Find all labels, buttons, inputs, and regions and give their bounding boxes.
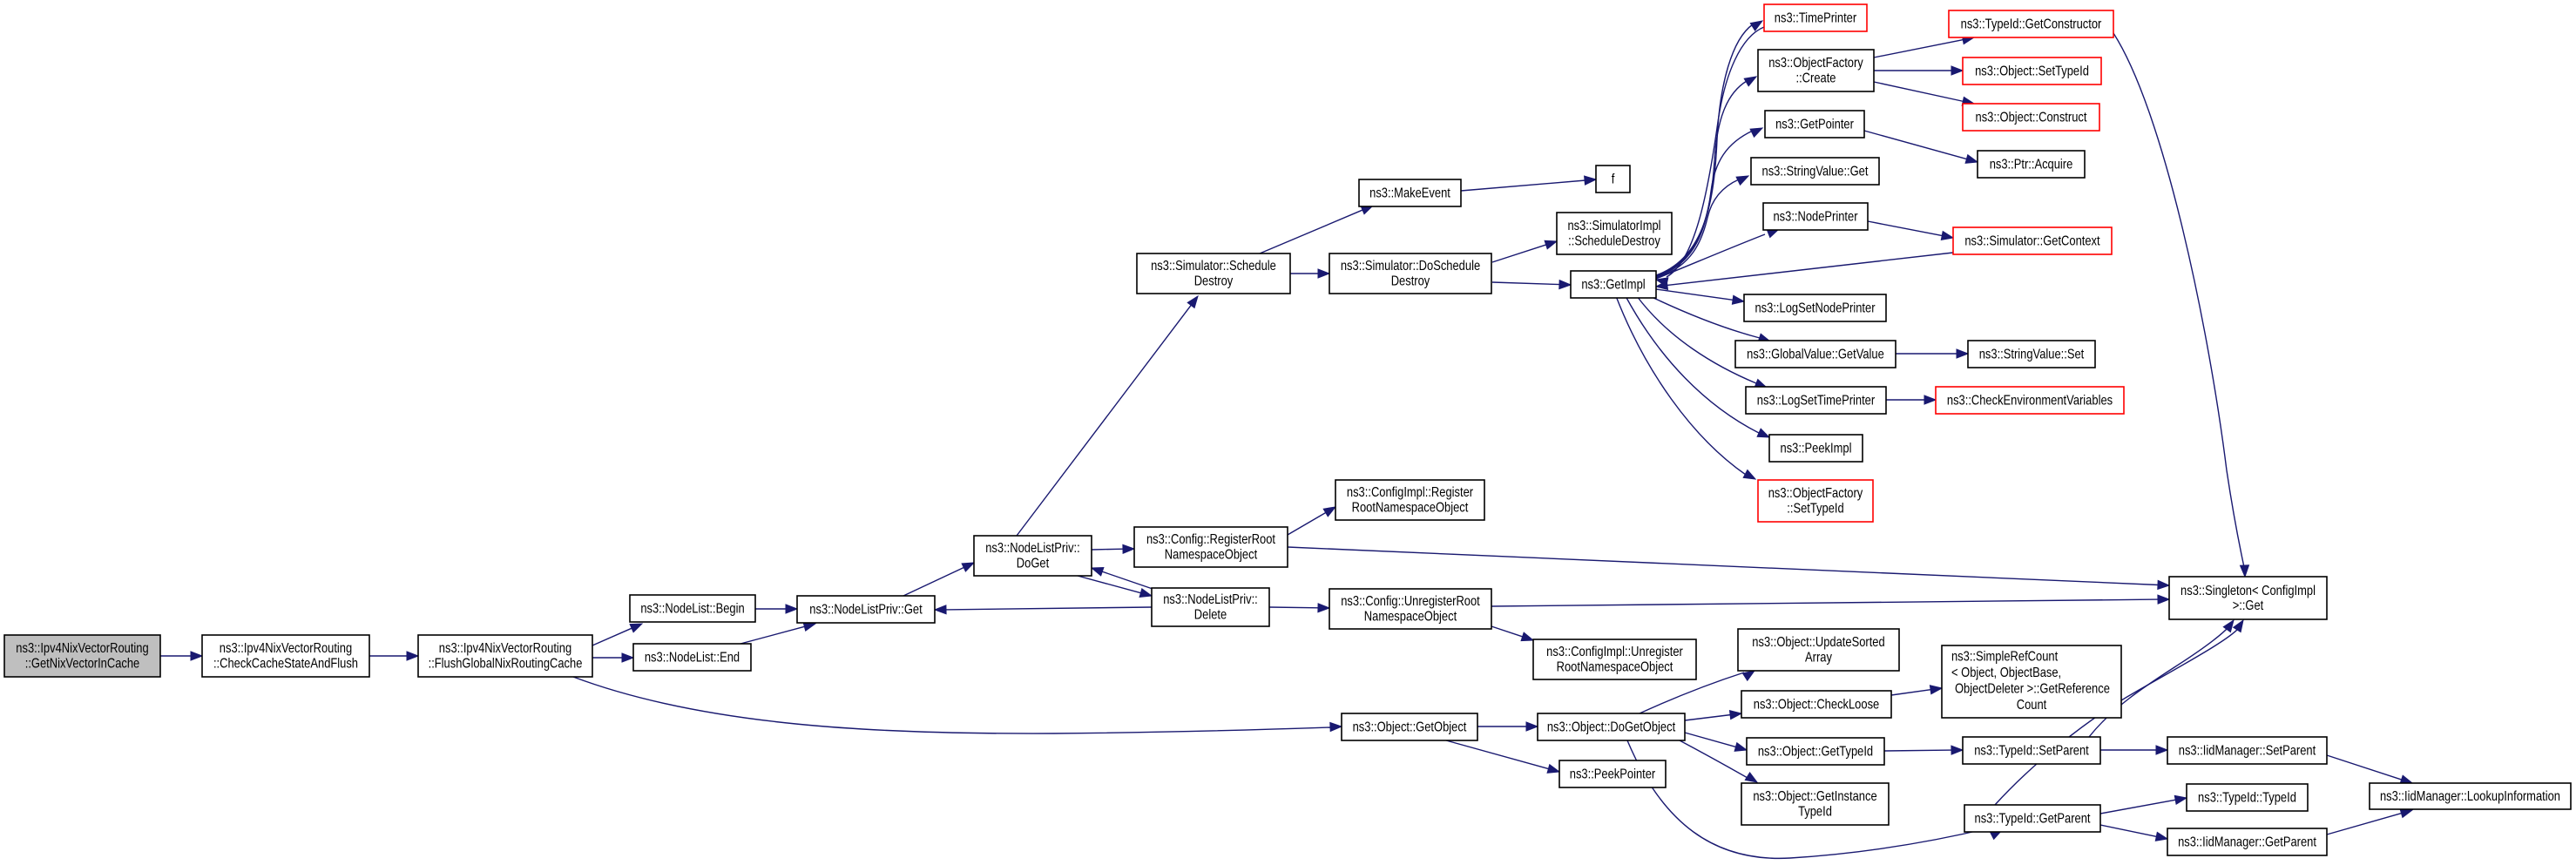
- svg-text:ns3::Object::Construct: ns3::Object::Construct: [1976, 110, 2087, 125]
- svg-text:ns3::StringValue::Get: ns3::StringValue::Get: [1762, 164, 1869, 179]
- svg-text:ns3::TypeId::GetParent: ns3::TypeId::GetParent: [1975, 811, 2091, 826]
- svg-text:ns3::NodeListPriv::: ns3::NodeListPriv::: [985, 541, 1080, 556]
- svg-text:ns3::SimpleRefCount: ns3::SimpleRefCount: [1951, 649, 2058, 664]
- svg-text:ns3::Object::GetObject: ns3::Object::GetObject: [1353, 720, 1467, 734]
- svg-text:NamespaceObject: NamespaceObject: [1364, 609, 1457, 624]
- svg-text:f: f: [1612, 172, 1615, 186]
- svg-text:ns3::Ipv4NixVectorRouting: ns3::Ipv4NixVectorRouting: [16, 641, 148, 656]
- svg-text:Delete: Delete: [1194, 607, 1227, 622]
- svg-text:ns3::Simulator::DoSchedule: ns3::Simulator::DoSchedule: [1341, 259, 1480, 274]
- svg-text:ns3::TypeId::GetConstructor: ns3::TypeId::GetConstructor: [1961, 17, 2102, 31]
- svg-text:ns3::Simulator::GetContext: ns3::Simulator::GetContext: [1964, 233, 2099, 248]
- svg-text:ns3::Config::RegisterRoot: ns3::Config::RegisterRoot: [1146, 532, 1275, 547]
- svg-text:ns3::Object::GetTypeId: ns3::Object::GetTypeId: [1758, 744, 1873, 759]
- svg-text:ns3::Ipv4NixVectorRouting: ns3::Ipv4NixVectorRouting: [220, 641, 352, 656]
- svg-text:::ScheduleDestroy: ::ScheduleDestroy: [1568, 233, 1660, 248]
- svg-text:ns3::Object::UpdateSorted: ns3::Object::UpdateSorted: [1752, 635, 1884, 650]
- svg-text:ns3::NodeListPriv::: ns3::NodeListPriv::: [1163, 592, 1258, 607]
- svg-text:ns3::IidManager::SetParent: ns3::IidManager::SetParent: [2179, 743, 2316, 758]
- svg-text:ns3::Object::SetTypeId: ns3::Object::SetTypeId: [1975, 64, 2089, 78]
- svg-text:ns3::GetImpl: ns3::GetImpl: [1581, 277, 1645, 292]
- svg-text:ns3::CheckEnvironmentVariables: ns3::CheckEnvironmentVariables: [1947, 393, 2113, 408]
- svg-text:ns3::Simulator::Schedule: ns3::Simulator::Schedule: [1151, 259, 1276, 274]
- svg-text:::GetNixVectorInCache: ::GetNixVectorInCache: [25, 656, 140, 671]
- svg-text:ns3::PeekImpl: ns3::PeekImpl: [1781, 441, 1852, 456]
- svg-text:ns3::SimulatorImpl: ns3::SimulatorImpl: [1567, 219, 1660, 233]
- svg-text:NamespaceObject: NamespaceObject: [1165, 547, 1257, 562]
- svg-text:ns3::StringValue::Set: ns3::StringValue::Set: [1979, 347, 2085, 362]
- svg-text:ns3::GetPointer: ns3::GetPointer: [1775, 117, 1854, 132]
- svg-text:Destroy: Destroy: [1391, 274, 1430, 288]
- svg-text:ns3::Ipv4NixVectorRouting: ns3::Ipv4NixVectorRouting: [439, 641, 571, 656]
- svg-text:ns3::NodePrinter: ns3::NodePrinter: [1773, 209, 1857, 224]
- svg-text:>::Get: >::Get: [2233, 598, 2264, 613]
- svg-text:::FlushGlobalNixRoutingCache: ::FlushGlobalNixRoutingCache: [429, 656, 583, 671]
- svg-text:Destroy: Destroy: [1194, 274, 1234, 288]
- svg-text:ns3::MakeEvent: ns3::MakeEvent: [1369, 186, 1450, 200]
- svg-text:ns3::ObjectFactory: ns3::ObjectFactory: [1768, 56, 1863, 71]
- svg-text:TypeId: TypeId: [1798, 804, 1832, 819]
- svg-text:ns3::NodeListPriv::Get: ns3::NodeListPriv::Get: [809, 602, 922, 617]
- svg-text:Count: Count: [2017, 698, 2047, 713]
- svg-text:ns3::Ptr::Acquire: ns3::Ptr::Acquire: [1990, 157, 2073, 172]
- svg-text:ObjectDeleter >::GetReference: ObjectDeleter >::GetReference: [1955, 681, 2110, 696]
- svg-text:ns3::Object::DoGetObject: ns3::Object::DoGetObject: [1547, 720, 1675, 734]
- svg-text:ns3::GlobalValue::GetValue: ns3::GlobalValue::GetValue: [1747, 347, 1884, 362]
- svg-text:::Create: ::Create: [1795, 71, 1836, 86]
- svg-text:Array: Array: [1805, 650, 1833, 665]
- svg-text:ns3::ConfigImpl::Register: ns3::ConfigImpl::Register: [1347, 485, 1473, 500]
- svg-text:::SetTypeId: ::SetTypeId: [1787, 501, 1843, 516]
- svg-text:ns3::NodeList::Begin: ns3::NodeList::Begin: [640, 601, 744, 616]
- svg-text:::CheckCacheStateAndFlush: ::CheckCacheStateAndFlush: [213, 656, 358, 671]
- svg-text:RootNamespaceObject: RootNamespaceObject: [1557, 659, 1673, 674]
- svg-text:ns3::Object::CheckLoose: ns3::Object::CheckLoose: [1754, 697, 1880, 712]
- svg-text:< Object, ObjectBase,: < Object, ObjectBase,: [1951, 666, 2061, 680]
- svg-text:ns3::Object::GetInstance: ns3::Object::GetInstance: [1753, 789, 1876, 804]
- svg-text:ns3::ObjectFactory: ns3::ObjectFactory: [1768, 486, 1863, 501]
- svg-text:ns3::Config::UnregisterRoot: ns3::Config::UnregisterRoot: [1341, 594, 1480, 609]
- svg-text:ns3::ConfigImpl::Unregister: ns3::ConfigImpl::Unregister: [1546, 645, 1683, 659]
- svg-text:DoGet: DoGet: [1017, 556, 1049, 571]
- svg-text:ns3::TypeId::SetParent: ns3::TypeId::SetParent: [1974, 743, 2089, 758]
- svg-text:ns3::IidManager::LookupInforma: ns3::IidManager::LookupInformation: [2380, 789, 2560, 804]
- svg-text:ns3::LogSetNodePrinter: ns3::LogSetNodePrinter: [1755, 301, 1875, 315]
- svg-text:RootNamespaceObject: RootNamespaceObject: [1352, 500, 1469, 515]
- svg-text:ns3::TimePrinter: ns3::TimePrinter: [1775, 10, 1857, 25]
- svg-text:ns3::Singleton< ConfigImpl: ns3::Singleton< ConfigImpl: [2180, 584, 2316, 598]
- svg-text:ns3::TypeId::TypeId: ns3::TypeId::TypeId: [2198, 790, 2296, 805]
- svg-text:ns3::PeekPointer: ns3::PeekPointer: [1570, 767, 1656, 781]
- svg-text:ns3::LogSetTimePrinter: ns3::LogSetTimePrinter: [1757, 393, 1876, 408]
- svg-text:ns3::NodeList::End: ns3::NodeList::End: [645, 650, 740, 665]
- svg-text:ns3::IidManager::GetParent: ns3::IidManager::GetParent: [2178, 835, 2316, 849]
